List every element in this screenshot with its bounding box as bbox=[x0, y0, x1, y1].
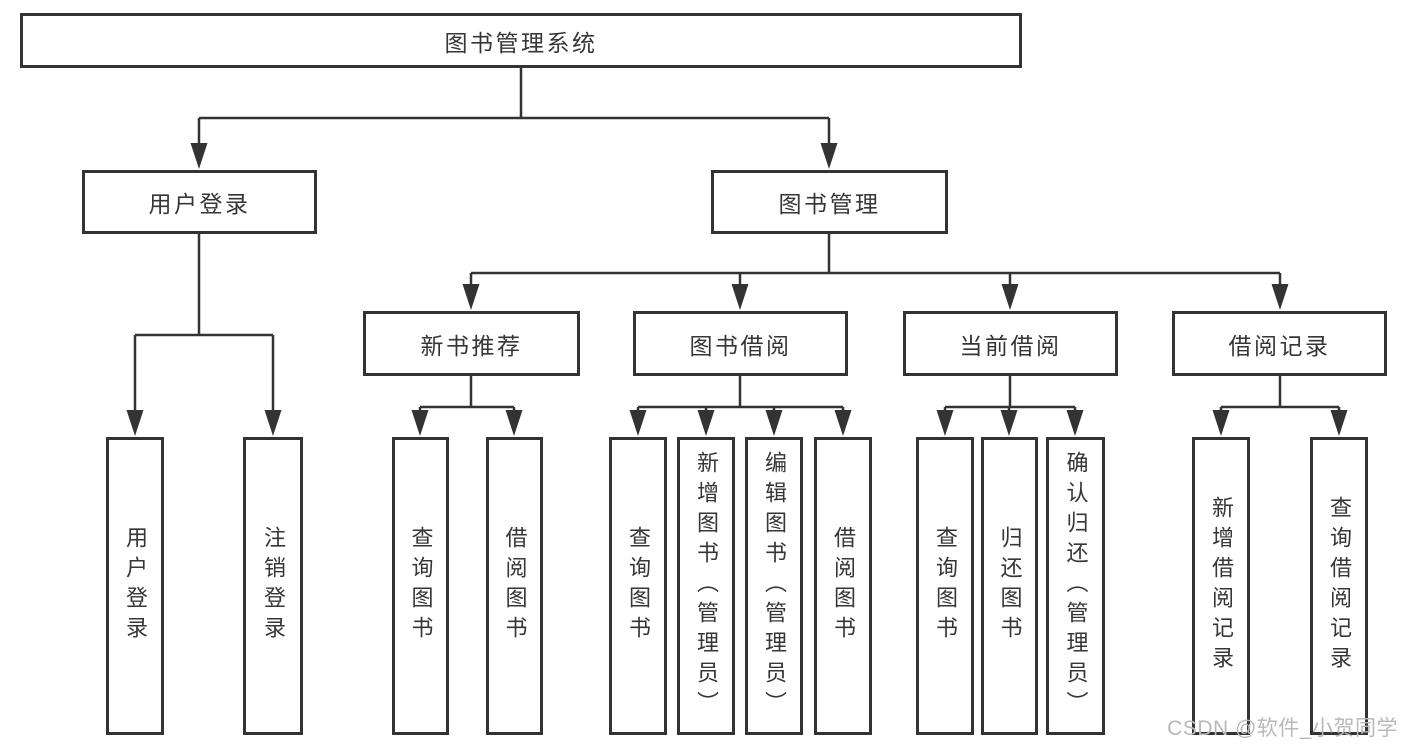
node-return-books: 归还图书 bbox=[981, 437, 1038, 735]
node-user-login-leaf: 用户登录 bbox=[106, 437, 164, 735]
node-add-books-admin: 新增图书（管理员） bbox=[677, 437, 735, 735]
node-borrow-books-borrowing: 借阅图书 bbox=[814, 437, 872, 735]
node-new-book-recommend: 新书推荐 bbox=[363, 311, 580, 376]
node-borrow-books-recommend: 借阅图书 bbox=[486, 437, 543, 735]
node-query-borrow-record: 查询借阅记录 bbox=[1310, 437, 1368, 735]
node-query-books-current: 查询图书 bbox=[916, 437, 974, 735]
node-library-management-system: 图书管理系统 bbox=[20, 13, 1022, 68]
node-edit-books-admin: 编辑图书（管理员） bbox=[745, 437, 803, 735]
node-book-management: 图书管理 bbox=[711, 170, 948, 234]
node-book-borrowing: 图书借阅 bbox=[633, 311, 848, 376]
node-query-books-recommend: 查询图书 bbox=[392, 437, 449, 735]
node-current-borrowing: 当前借阅 bbox=[903, 311, 1118, 376]
node-confirm-return-admin: 确认归还（管理员） bbox=[1046, 437, 1105, 735]
node-add-borrow-record: 新增借阅记录 bbox=[1192, 437, 1250, 735]
node-user-login: 用户登录 bbox=[82, 170, 317, 234]
node-query-books-borrowing: 查询图书 bbox=[609, 437, 667, 735]
node-borrowing-records: 借阅记录 bbox=[1172, 311, 1387, 376]
watermark-text: CSDN @软件_小贺同学 bbox=[1167, 717, 1398, 740]
node-logout: 注销登录 bbox=[243, 437, 303, 735]
